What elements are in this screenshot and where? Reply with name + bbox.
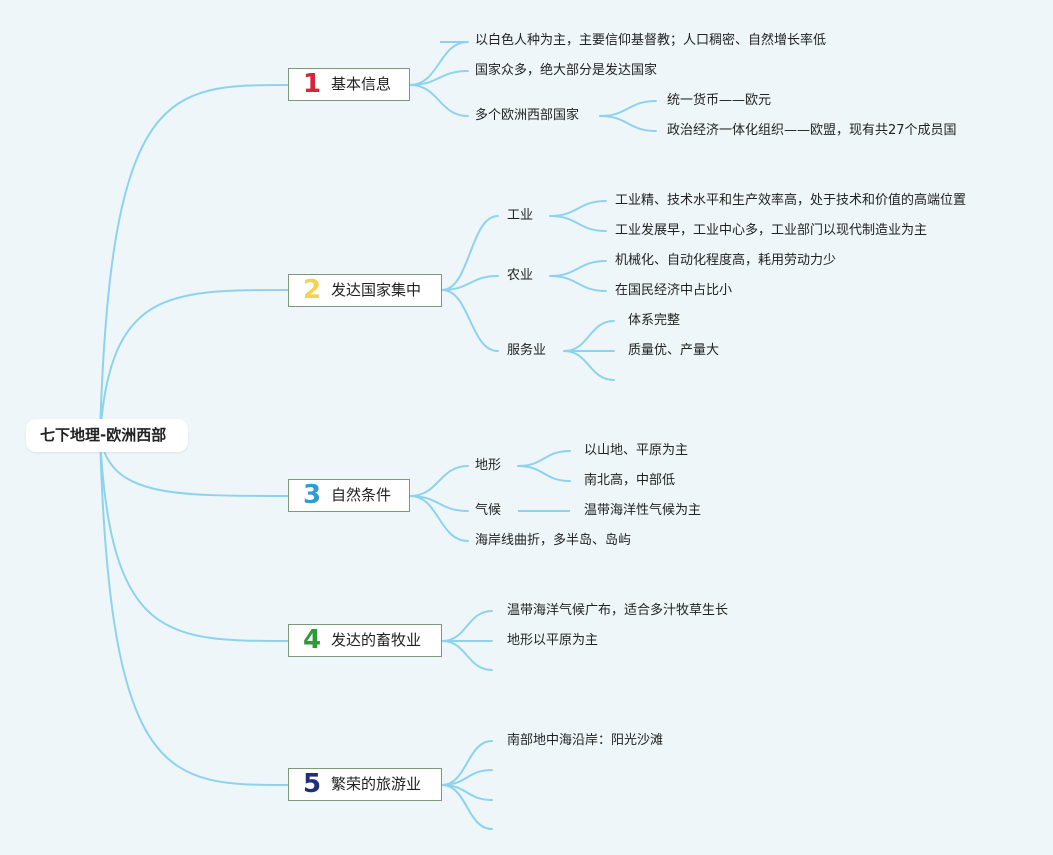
connector-line	[409, 41, 469, 86]
topic-livestock[interactable]: 4 发达的畜牧业	[288, 624, 442, 657]
topic-tourism[interactable]: 5 繁荣的旅游业	[288, 768, 442, 801]
root-branch-line	[99, 289, 289, 437]
connector-line	[549, 275, 607, 292]
topic-label: 发达的畜牧业	[331, 631, 422, 649]
topic-label: 自然条件	[331, 486, 392, 504]
node-many-countries[interactable]: 国家众多，绝大部分是发达国家	[475, 63, 658, 78]
root-branch-line	[99, 435, 289, 642]
connector-line	[563, 350, 615, 381]
node-industry[interactable]: 工业	[507, 208, 534, 223]
node-climate[interactable]: 气候	[475, 503, 502, 518]
topic-label: 基本信息	[331, 75, 392, 93]
connector-line	[599, 115, 657, 132]
topic-label: 发达国家集中	[331, 281, 422, 299]
connector-line	[517, 450, 571, 467]
node-population-religion[interactable]: 以白色人种为主，主要信仰基督教；人口稠密、自然增长率低	[475, 33, 827, 48]
node-agri-mechanized[interactable]: 机械化、自动化程度高，耗用劳动力少	[615, 253, 837, 268]
node-eu-union[interactable]: 政治经济一体化组织——欧盟，现有共27个成员国	[667, 123, 957, 138]
node-tourism-mediterranean[interactable]: 南部地中海沿岸：阳光沙滩	[507, 733, 664, 748]
connector-line	[409, 465, 469, 497]
node-services[interactable]: 服务业	[507, 343, 547, 358]
node-coastline[interactable]: 海岸线曲折，多半岛、岛屿	[475, 533, 632, 548]
root-branch-line	[99, 435, 289, 497]
node-services-quality[interactable]: 质量优、产量大	[628, 343, 720, 358]
node-industry-history[interactable]: 工业发展早，工业中心多，工业部门以现代制造业为主	[615, 223, 928, 238]
connector-line	[599, 100, 657, 117]
connector-line	[549, 260, 607, 277]
connector-line	[441, 784, 493, 830]
node-terrain-types[interactable]: 以山地、平原为主	[584, 443, 689, 458]
connector-line	[409, 70, 469, 86]
node-agri-share[interactable]: 在国民经济中占比小	[615, 283, 733, 298]
connector-line	[563, 320, 615, 352]
node-terrain-shape[interactable]: 南北高，中部低	[584, 473, 676, 488]
topic-basic-info[interactable]: 1 基本信息	[288, 68, 410, 101]
node-agriculture[interactable]: 农业	[507, 268, 534, 283]
number-badge-2: 2	[303, 275, 322, 305]
connector-line	[441, 640, 493, 671]
number-badge-3: 3	[303, 480, 322, 510]
topic-label: 繁荣的旅游业	[331, 775, 422, 793]
node-euro-currency[interactable]: 统一货币——欧元	[667, 93, 772, 108]
node-western-countries[interactable]: 多个欧洲西部国家	[475, 108, 580, 123]
topic-natural-conditions[interactable]: 3 自然条件	[288, 479, 410, 512]
node-livestock-terrain[interactable]: 地形以平原为主	[507, 633, 599, 648]
node-services-system[interactable]: 体系完整	[628, 313, 681, 328]
connector-line	[441, 275, 499, 291]
node-climate-type[interactable]: 温带海洋性气候为主	[584, 503, 702, 518]
root-branch-line	[99, 435, 289, 786]
connector-line	[441, 289, 499, 352]
connector-line	[441, 610, 493, 642]
number-badge-1: 1	[303, 69, 322, 99]
root-topic[interactable]: 七下地理-欧洲西部	[26, 419, 188, 452]
connector-line	[409, 84, 469, 117]
node-industry-tech[interactable]: 工业精、技术水平和生产效率高，处于技术和价值的高端位置	[615, 193, 967, 208]
connector-line	[517, 465, 571, 482]
number-badge-4: 4	[303, 625, 322, 655]
connector-line	[441, 215, 499, 291]
node-livestock-climate[interactable]: 温带海洋气候广布，适合多汁牧草生长	[507, 603, 729, 618]
connector-line	[549, 215, 607, 232]
connector-line	[409, 495, 469, 542]
number-badge-5: 5	[303, 769, 322, 799]
node-terrain[interactable]: 地形	[475, 458, 502, 473]
root-branch-line	[99, 84, 289, 437]
topic-developed-countries[interactable]: 2 发达国家集中	[288, 274, 442, 307]
connector-line	[549, 200, 607, 217]
